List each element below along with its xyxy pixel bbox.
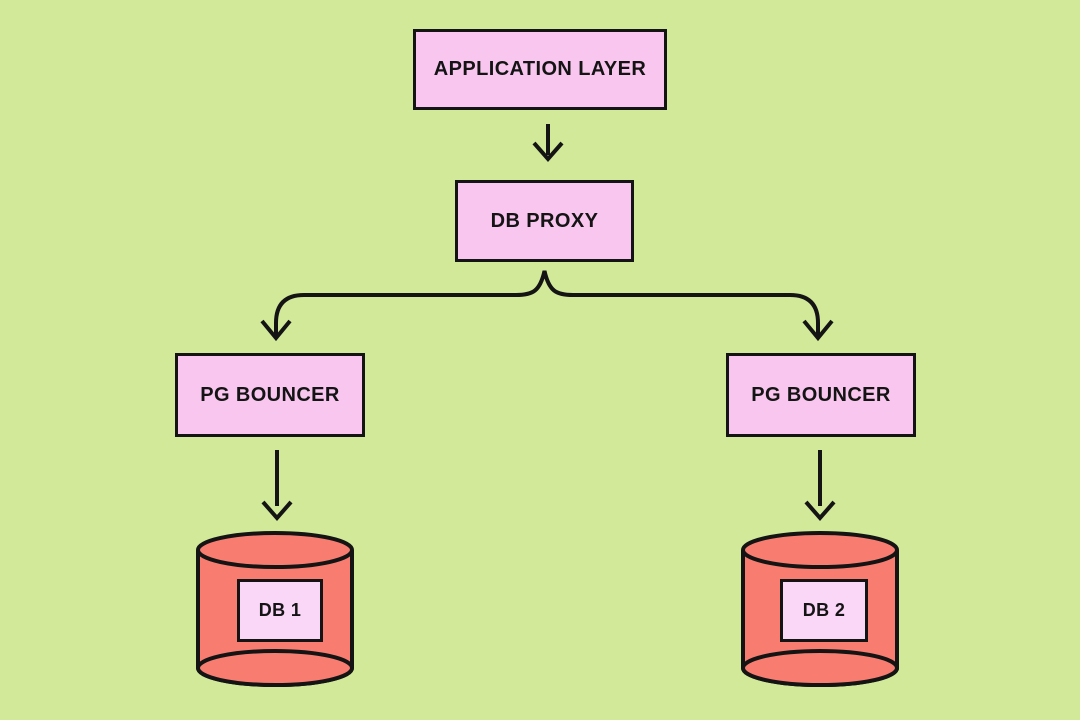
node-pg-bouncer-left: PG BOUNCER: [175, 353, 365, 437]
node-label: APPLICATION LAYER: [433, 58, 647, 80]
node-db2-label: DB 2: [780, 579, 868, 642]
node-label: DB 1: [258, 600, 302, 620]
arrow-down-icon: [806, 450, 834, 518]
node-label: PG BOUNCER: [200, 383, 340, 406]
node-pg-bouncer-right: PG BOUNCER: [726, 353, 916, 437]
arrow-down-icon: [534, 124, 562, 159]
node-db1-label: DB 1: [237, 579, 323, 642]
arrowhead-right-icon: [804, 321, 832, 338]
arrowhead-left-icon: [262, 321, 290, 338]
node-label: DB 2: [802, 600, 846, 620]
node-application-layer: APPLICATION LAYER: [413, 29, 667, 110]
brace-split-connector: [262, 271, 832, 338]
arrow-down-icon: [263, 450, 291, 518]
node-db-proxy: DB PROXY: [455, 180, 634, 262]
node-label: DB PROXY: [490, 209, 599, 232]
node-label: PG BOUNCER: [751, 383, 891, 406]
